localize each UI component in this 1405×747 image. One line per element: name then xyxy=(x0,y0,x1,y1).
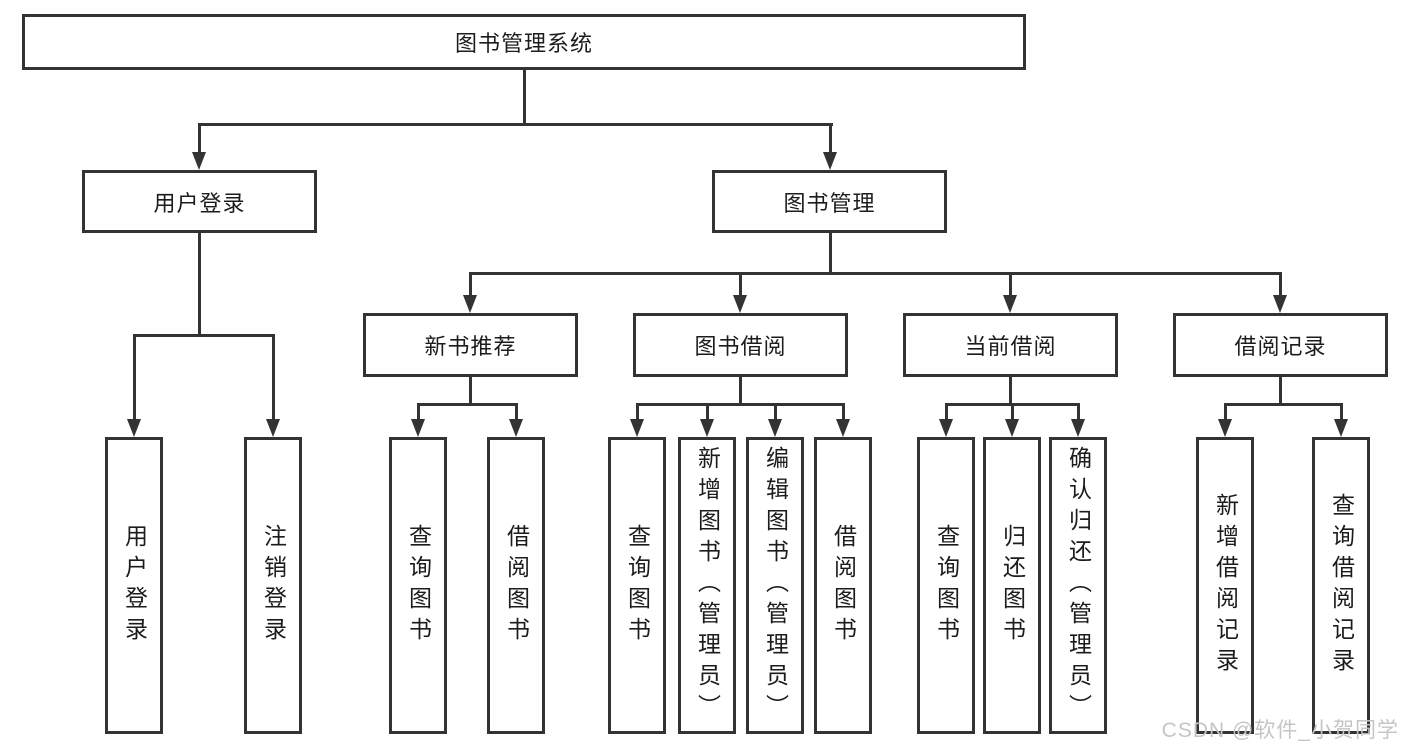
leaf-confirm-return-admin: 确认归还（管理员） xyxy=(1049,437,1107,734)
connector-line xyxy=(842,403,845,421)
connector-line xyxy=(198,123,833,126)
connector-line xyxy=(523,68,526,126)
connector-line xyxy=(198,231,201,337)
connector-line xyxy=(739,375,742,406)
arrow-down-icon xyxy=(266,419,280,437)
leaf-borrow-books-2-label: 借阅图书 xyxy=(830,523,857,648)
connector-line xyxy=(829,231,832,275)
arrow-down-icon xyxy=(1334,419,1348,437)
leaf-borrow-books-1-label: 借阅图书 xyxy=(503,523,530,648)
connector-line xyxy=(706,403,709,421)
leaf-user-login: 用户登录 xyxy=(105,437,163,734)
arrow-down-icon xyxy=(630,419,644,437)
leaf-query-borrow-record: 查询借阅记录 xyxy=(1312,437,1370,734)
node-book-management: 图书管理 xyxy=(712,170,947,233)
connector-line xyxy=(945,403,948,421)
leaf-query-borrow-record-label: 查询借阅记录 xyxy=(1328,492,1355,679)
connector-line xyxy=(1340,403,1343,421)
connector-line xyxy=(1009,375,1012,406)
node-new-book-recommend-label: 新书推荐 xyxy=(424,334,517,359)
node-borrow-records-label: 借阅记录 xyxy=(1234,334,1327,359)
leaf-borrow-books-1: 借阅图书 xyxy=(487,437,545,734)
node-user-login-label: 用户登录 xyxy=(153,190,246,216)
connector-line xyxy=(1224,403,1343,406)
leaf-query-books-2: 查询图书 xyxy=(608,437,666,734)
node-current-borrow-label: 当前借阅 xyxy=(964,334,1057,359)
node-book-management-label: 图书管理 xyxy=(783,190,876,216)
connector-line xyxy=(417,403,420,421)
node-user-login: 用户登录 xyxy=(82,170,317,233)
connector-line xyxy=(774,403,777,421)
leaf-add-books-admin: 新增图书（管理员） xyxy=(678,437,736,734)
arrow-down-icon xyxy=(192,152,206,170)
leaf-edit-books-admin: 编辑图书（管理员） xyxy=(746,437,804,734)
connector-line xyxy=(469,272,472,297)
watermark: CSDN @软件_小贺同学 xyxy=(1161,719,1399,742)
leaf-edit-books-admin-label: 编辑图书（管理员） xyxy=(762,446,789,725)
arrow-down-icon xyxy=(733,295,747,313)
arrow-down-icon xyxy=(127,419,141,437)
connector-line xyxy=(636,403,639,421)
connector-line xyxy=(469,272,1282,275)
node-book-borrow: 图书借阅 xyxy=(633,313,848,377)
connector-line xyxy=(1224,403,1227,421)
connector-line xyxy=(1279,272,1282,297)
connector-line xyxy=(1011,403,1014,421)
connector-line xyxy=(739,272,742,297)
arrow-down-icon xyxy=(1218,419,1232,437)
leaf-add-borrow-record: 新增借阅记录 xyxy=(1196,437,1254,734)
leaf-add-books-admin-label: 新增图书（管理员） xyxy=(694,446,721,725)
leaf-query-books-1-label: 查询图书 xyxy=(405,523,432,648)
arrow-down-icon xyxy=(700,419,714,437)
arrow-down-icon xyxy=(1273,295,1287,313)
leaf-return-books-label: 归还图书 xyxy=(999,523,1026,648)
leaf-confirm-return-admin-label: 确认归还（管理员） xyxy=(1065,446,1092,725)
connector-line xyxy=(1009,272,1012,297)
arrow-down-icon xyxy=(768,419,782,437)
arrow-down-icon xyxy=(463,295,477,313)
leaf-query-books-3: 查询图书 xyxy=(917,437,975,734)
node-borrow-records: 借阅记录 xyxy=(1173,313,1388,377)
leaf-query-books-3-label: 查询图书 xyxy=(933,523,960,648)
connector-line xyxy=(198,123,201,153)
leaf-borrow-books-2: 借阅图书 xyxy=(814,437,872,734)
connector-line xyxy=(515,403,518,421)
connector-line xyxy=(469,375,472,406)
arrow-down-icon xyxy=(836,419,850,437)
arrow-down-icon xyxy=(939,419,953,437)
connector-line xyxy=(417,403,518,406)
leaf-return-books: 归还图书 xyxy=(983,437,1041,734)
node-current-borrow: 当前借阅 xyxy=(903,313,1118,377)
connector-line xyxy=(133,334,275,337)
connector-line xyxy=(636,403,845,406)
node-root-label: 图书管理系统 xyxy=(454,31,593,56)
connector-line xyxy=(829,123,832,153)
arrow-down-icon xyxy=(1005,419,1019,437)
connector-line xyxy=(1279,375,1282,406)
arrow-down-icon xyxy=(1003,295,1017,313)
node-book-borrow-label: 图书借阅 xyxy=(694,334,787,359)
connector-line xyxy=(1077,403,1080,421)
arrow-down-icon xyxy=(411,419,425,437)
leaf-logout-label: 注销登录 xyxy=(260,523,287,648)
arrow-down-icon xyxy=(509,419,523,437)
connector-line xyxy=(272,334,275,421)
leaf-add-borrow-record-label: 新增借阅记录 xyxy=(1212,492,1239,679)
leaf-query-books-2-label: 查询图书 xyxy=(624,523,651,648)
leaf-logout: 注销登录 xyxy=(244,437,302,734)
arrow-down-icon xyxy=(1071,419,1085,437)
leaf-query-books-1: 查询图书 xyxy=(389,437,447,734)
arrow-down-icon xyxy=(823,152,837,170)
node-new-book-recommend: 新书推荐 xyxy=(363,313,578,377)
leaf-user-login-label: 用户登录 xyxy=(121,523,148,648)
node-root: 图书管理系统 xyxy=(22,14,1026,70)
connector-line xyxy=(133,334,136,421)
